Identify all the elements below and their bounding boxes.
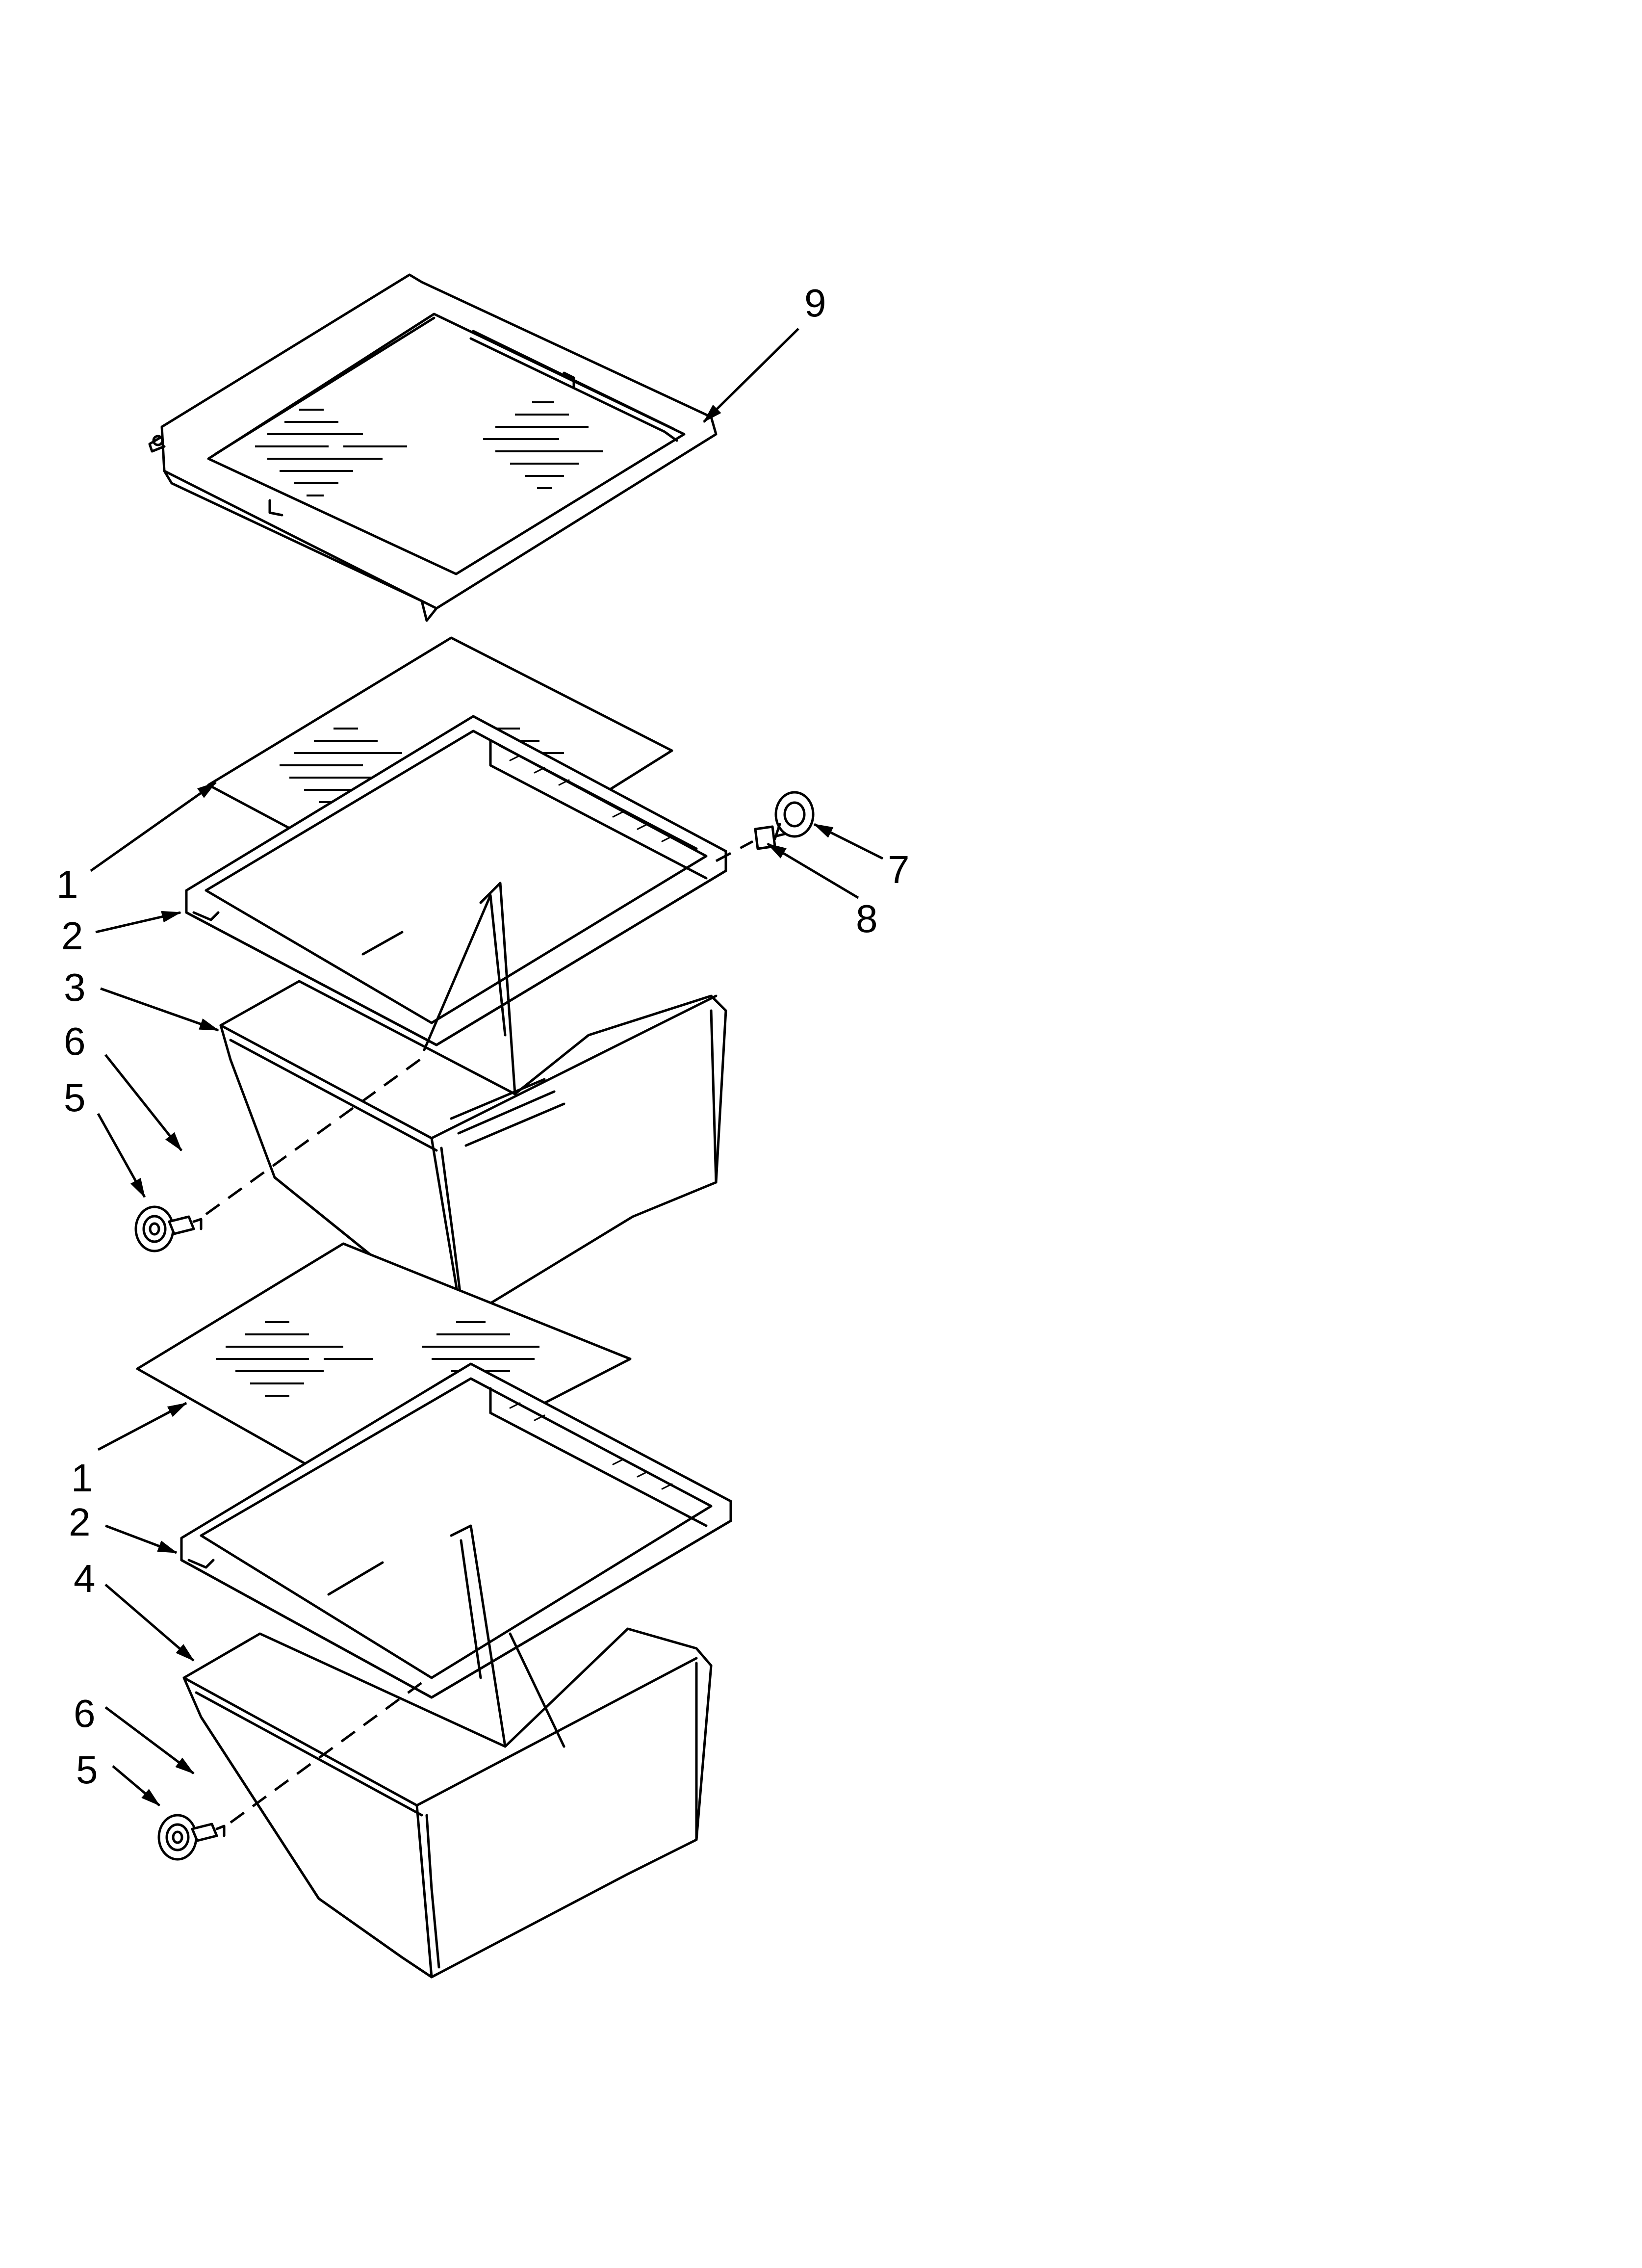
callout-7: 7 (888, 848, 910, 891)
leader-arrows (90, 328, 884, 1806)
wheel-and-screw-lower-left-parts-5-6 (157, 1814, 226, 1861)
crisper-cover-frame-lower-part-2 (180, 1362, 732, 1699)
callout-5-upper: 5 (64, 1076, 86, 1120)
wheel-and-screw-upper-left-parts-5-6 (134, 1205, 203, 1252)
crisper-drawer-upper-part-3 (219, 882, 727, 1321)
glass-panel-lower-part-1 (136, 1242, 632, 1498)
alignment-dash-lines (205, 840, 754, 1824)
callout-2-upper: 2 (61, 914, 83, 958)
callout-5-lower: 5 (76, 1748, 98, 1792)
callout-3: 3 (64, 965, 86, 1009)
callout-2-lower: 2 (69, 1500, 91, 1544)
callout-6-lower: 6 (74, 1692, 96, 1735)
crisper-drawer-lower-part-4 (182, 1524, 713, 1979)
callout-labels: 9 1 2 3 6 5 7 8 1 2 4 6 5 (56, 281, 910, 1792)
callout-8: 8 (856, 897, 878, 940)
crisper-cover-frame-upper-part-2 (185, 715, 727, 1046)
callout-1-lower: 1 (71, 1456, 93, 1500)
callout-1-upper: 1 (56, 862, 78, 906)
callout-9: 9 (804, 281, 826, 325)
shelf-assembly-part-9 (148, 273, 718, 622)
callout-4: 4 (74, 1557, 96, 1600)
callout-6-upper: 6 (64, 1019, 86, 1063)
wheel-and-screw-right-parts-7-8 (754, 791, 815, 850)
